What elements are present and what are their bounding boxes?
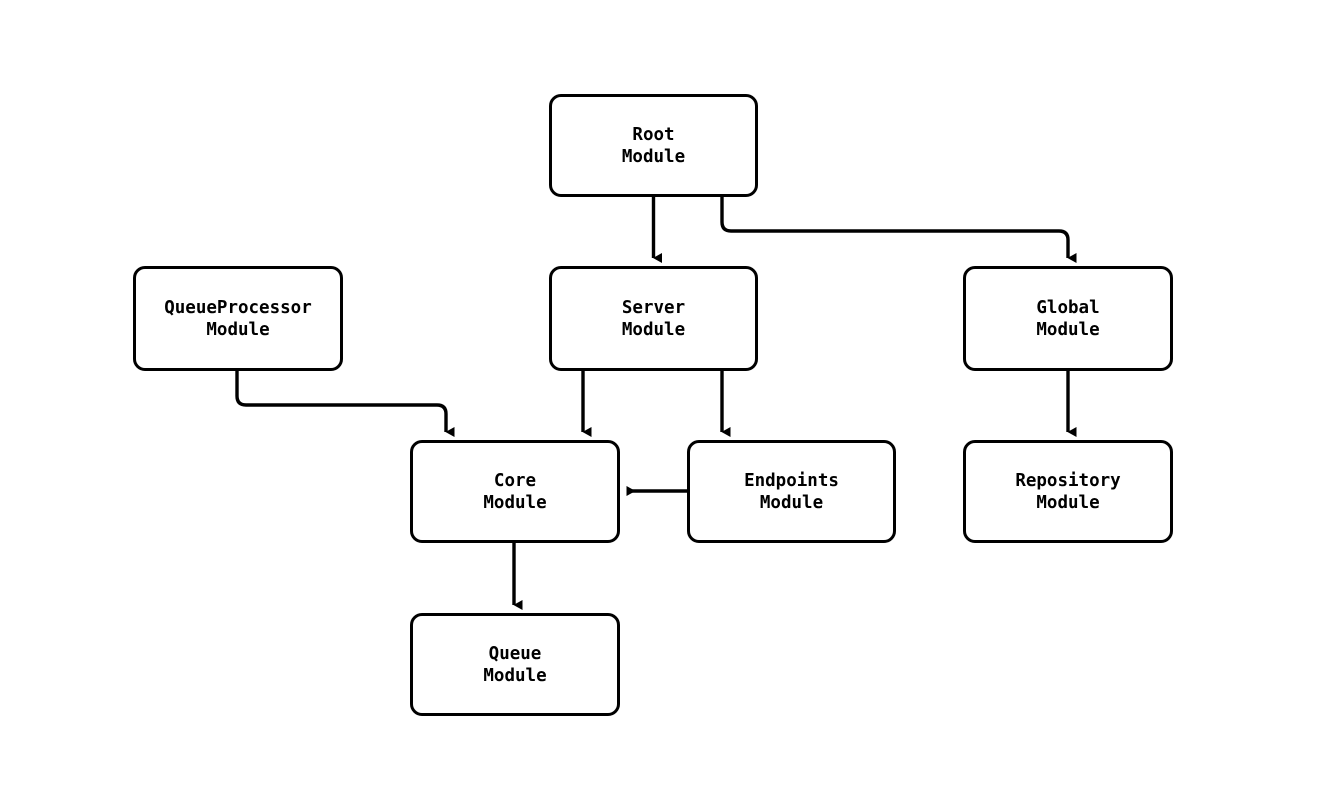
node-server-module-label-line1: Server	[621, 297, 686, 318]
node-endpoints-module[interactable]: Endpoints Module	[687, 440, 896, 543]
node-root-module-label-line1: Root	[632, 124, 675, 145]
node-server-module-label-line2: Module	[621, 319, 686, 340]
node-global-module-label-line2: Module	[1036, 319, 1100, 340]
node-core-module-label-line1: Core	[493, 470, 537, 491]
node-queueprocessor-module-label-line1: QueueProcessor	[164, 297, 312, 318]
node-root-module-label-line2: Module	[621, 146, 686, 167]
node-queue-module[interactable]: Queue Module	[410, 613, 620, 716]
node-global-module-label-line1: Global	[1036, 297, 1100, 318]
node-endpoints-module-label-line2: Module	[759, 492, 824, 513]
node-root-module[interactable]: Root Module	[549, 94, 758, 197]
node-queueprocessor-module[interactable]: QueueProcessor Module	[133, 266, 343, 371]
edge-queueprocessor-to-core	[235, 371, 455, 437]
node-endpoints-module-label-line1: Endpoints	[744, 470, 839, 491]
edge-root-to-global	[720, 197, 1077, 263]
node-queue-module-label-line1: Queue	[488, 643, 542, 664]
node-server-module[interactable]: Server Module	[549, 266, 758, 371]
node-queue-module-label-line2: Module	[483, 665, 547, 686]
node-global-module[interactable]: Global Module	[963, 266, 1173, 371]
node-repository-module-label-line1: Repository	[1015, 470, 1121, 491]
node-repository-module-label-line2: Module	[1036, 492, 1100, 513]
node-repository-module[interactable]: Repository Module	[963, 440, 1173, 543]
node-core-module[interactable]: Core Module	[410, 440, 620, 543]
node-core-module-label-line2: Module	[483, 492, 547, 513]
node-queueprocessor-module-label-line2: Module	[206, 319, 270, 340]
